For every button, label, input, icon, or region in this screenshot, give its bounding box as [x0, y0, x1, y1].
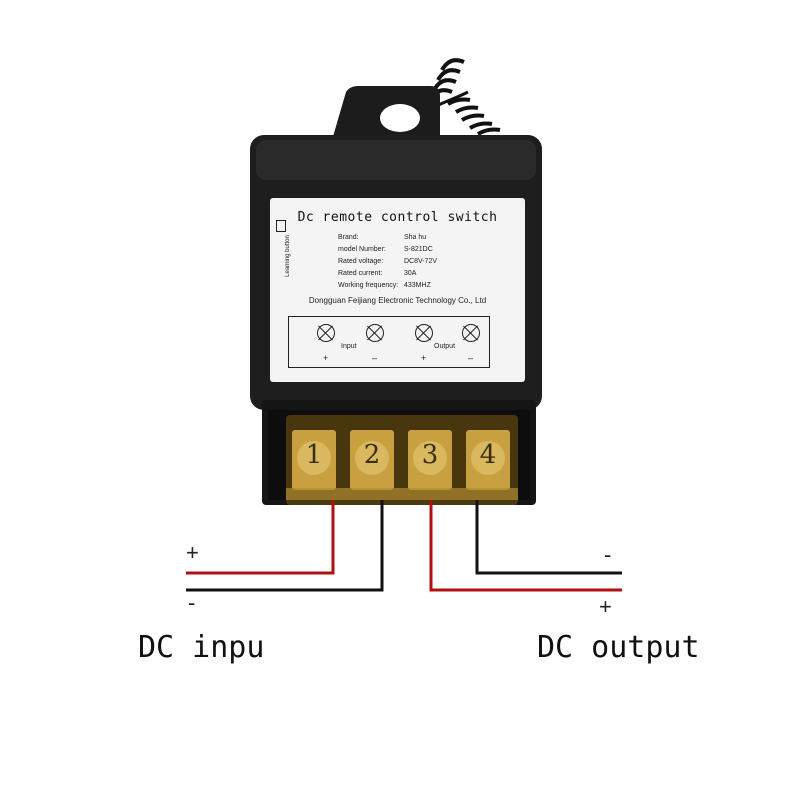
- polarity-label: +: [421, 353, 427, 363]
- input-plus-sign: +: [186, 540, 199, 565]
- input-negative-wire: [186, 500, 384, 592]
- terminal-number: 1: [305, 440, 323, 470]
- output-group-label: Output: [434, 343, 456, 350]
- output-minus-sign: -: [604, 542, 612, 567]
- spec-row: Working frequency:433MHZ: [338, 282, 431, 289]
- learning-button-label: Learning button: [285, 235, 291, 277]
- input-positive-wire: [186, 500, 335, 575]
- lamp-icon: [366, 324, 384, 342]
- spec-row: Rated voltage:DC8V-72V: [338, 258, 438, 265]
- terminal-number: 4: [479, 440, 497, 470]
- dc-input-label: DC inpu: [138, 630, 265, 665]
- terminal-indicator-box: Input Output + – + –: [288, 316, 490, 368]
- terminal-number: 2: [363, 440, 381, 470]
- spec-row: Brand:Sha hu: [338, 234, 427, 241]
- device-label-panel: Dc remote control switch Learning button…: [270, 198, 525, 382]
- output-negative-wire: [475, 500, 622, 575]
- polarity-label: –: [372, 353, 378, 363]
- wires: [186, 500, 622, 592]
- output-positive-wire: [429, 500, 622, 592]
- dc-output-label: DC output: [537, 630, 700, 665]
- mounting-hole: [380, 104, 420, 132]
- polarity-label: –: [468, 353, 474, 363]
- polarity-label: +: [323, 353, 329, 363]
- spec-row: Rated current:30A: [338, 270, 417, 277]
- lamp-icon: [415, 324, 433, 342]
- input-minus-sign: -: [188, 590, 196, 615]
- terminal-number: 3: [421, 440, 439, 470]
- lamp-icon: [462, 324, 480, 342]
- spec-row: model Number:S-821DC: [338, 246, 433, 253]
- company-name: Dongguan Feijiang Electronic Technology …: [308, 296, 487, 305]
- learning-button-icon: [276, 220, 286, 232]
- output-plus-sign: +: [599, 594, 612, 619]
- device-title: Dc remote control switch: [297, 210, 498, 225]
- terminal-cover: [286, 415, 518, 505]
- input-group-label: Input: [341, 343, 357, 350]
- screw-terminals: [292, 430, 510, 490]
- lamp-icon: [317, 324, 335, 342]
